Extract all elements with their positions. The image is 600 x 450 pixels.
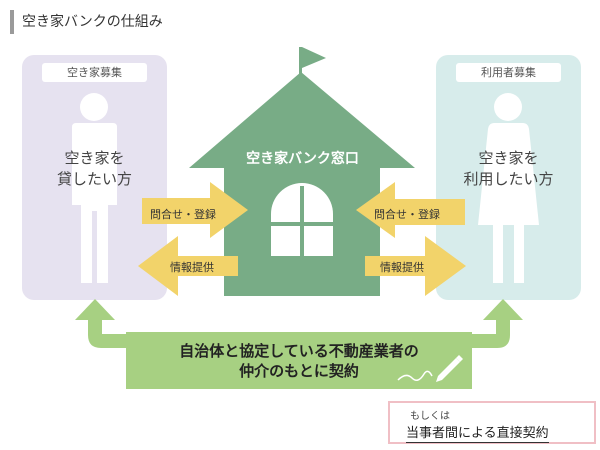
user-panel-text: 空き家を 利用したい方: [463, 149, 554, 188]
direct-contract-label: 当事者間による直接契約: [406, 422, 549, 443]
pen-signature-icon: [397, 355, 463, 382]
right-inquiry-arrow: [356, 182, 465, 238]
contract-text: 自治体と協定している不動産業者の 仲介のもとに契約: [179, 342, 419, 380]
owner-panel-tag: 空き家募集: [42, 63, 147, 82]
house-title: 空き家バンク窓口: [246, 151, 359, 167]
female-figure-icon: [478, 93, 539, 283]
flag-icon: [299, 47, 326, 77]
user-panel-tag: 利用者募集: [456, 63, 561, 82]
page-title: 空き家バンクの仕組み: [10, 10, 163, 34]
right-inquiry-label: 問合せ・登録: [374, 208, 440, 221]
right-info-arrow: [365, 236, 466, 296]
direct-contract-box: もしくは 当事者間による直接契約: [388, 401, 596, 444]
direct-contract-prefix: もしくは: [410, 411, 450, 422]
left-up-arrow: [75, 299, 130, 348]
right-up-arrow: [468, 299, 523, 348]
owner-panel: 空き家募集 空き家を 貸したい方: [22, 55, 167, 300]
left-info-arrow: [138, 236, 238, 296]
owner-panel-text: 空き家を 貸したい方: [56, 149, 132, 188]
male-figure-icon: [72, 93, 117, 283]
right-info-label: 情報提供: [380, 261, 424, 274]
user-panel: 利用者募集 空き家を 利用したい方: [436, 55, 581, 300]
contract-box: 自治体と協定している不動産業者の 仲介のもとに契約: [126, 332, 472, 389]
left-inquiry-arrow: [142, 182, 248, 238]
left-inquiry-label: 問合せ・登録: [150, 208, 216, 221]
window-icon: [271, 183, 333, 256]
left-info-label: 情報提供: [170, 261, 214, 274]
